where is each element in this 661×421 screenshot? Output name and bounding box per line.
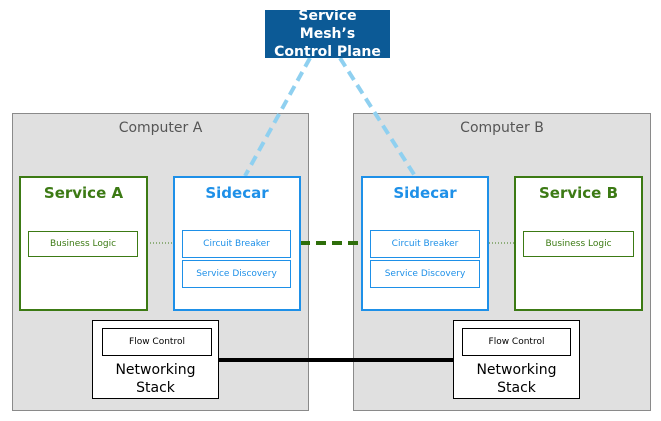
business-logic-b: Business Logic bbox=[523, 231, 634, 257]
control-link-b bbox=[338, 56, 417, 178]
service-b-title: Service B bbox=[538, 184, 618, 202]
networking-stack-b-title-1: Networking bbox=[476, 362, 557, 378]
service-discovery-a: Service Discovery bbox=[182, 260, 291, 288]
sidecar-a-title: Sidecar bbox=[205, 184, 269, 202]
control-plane: Service Mesh’s Control Plane bbox=[265, 8, 390, 60]
networking-stack-b-title-2: Stack bbox=[497, 380, 536, 396]
circuit-breaker-b: Circuit Breaker bbox=[370, 230, 480, 258]
business-logic-a: Business Logic bbox=[28, 231, 138, 257]
circuit-breaker-a: Circuit Breaker bbox=[182, 230, 291, 258]
control-link-a bbox=[243, 57, 312, 177]
computer-b-title: Computer B bbox=[460, 120, 544, 136]
flow-control-a: Flow Control bbox=[102, 328, 212, 356]
networking-stack-a-title-2: Stack bbox=[136, 380, 175, 396]
service-a-title: Service A bbox=[43, 184, 124, 202]
sidecar-b-title: Sidecar bbox=[393, 184, 457, 202]
service-discovery-b: Service Discovery bbox=[370, 260, 480, 288]
control-plane-label: Service Mesh’s Control Plane bbox=[274, 8, 381, 60]
flow-control-b: Flow Control bbox=[462, 328, 571, 356]
networking-stack-a-title-1: Networking bbox=[115, 362, 196, 378]
computer-a-title: Computer A bbox=[118, 120, 203, 136]
